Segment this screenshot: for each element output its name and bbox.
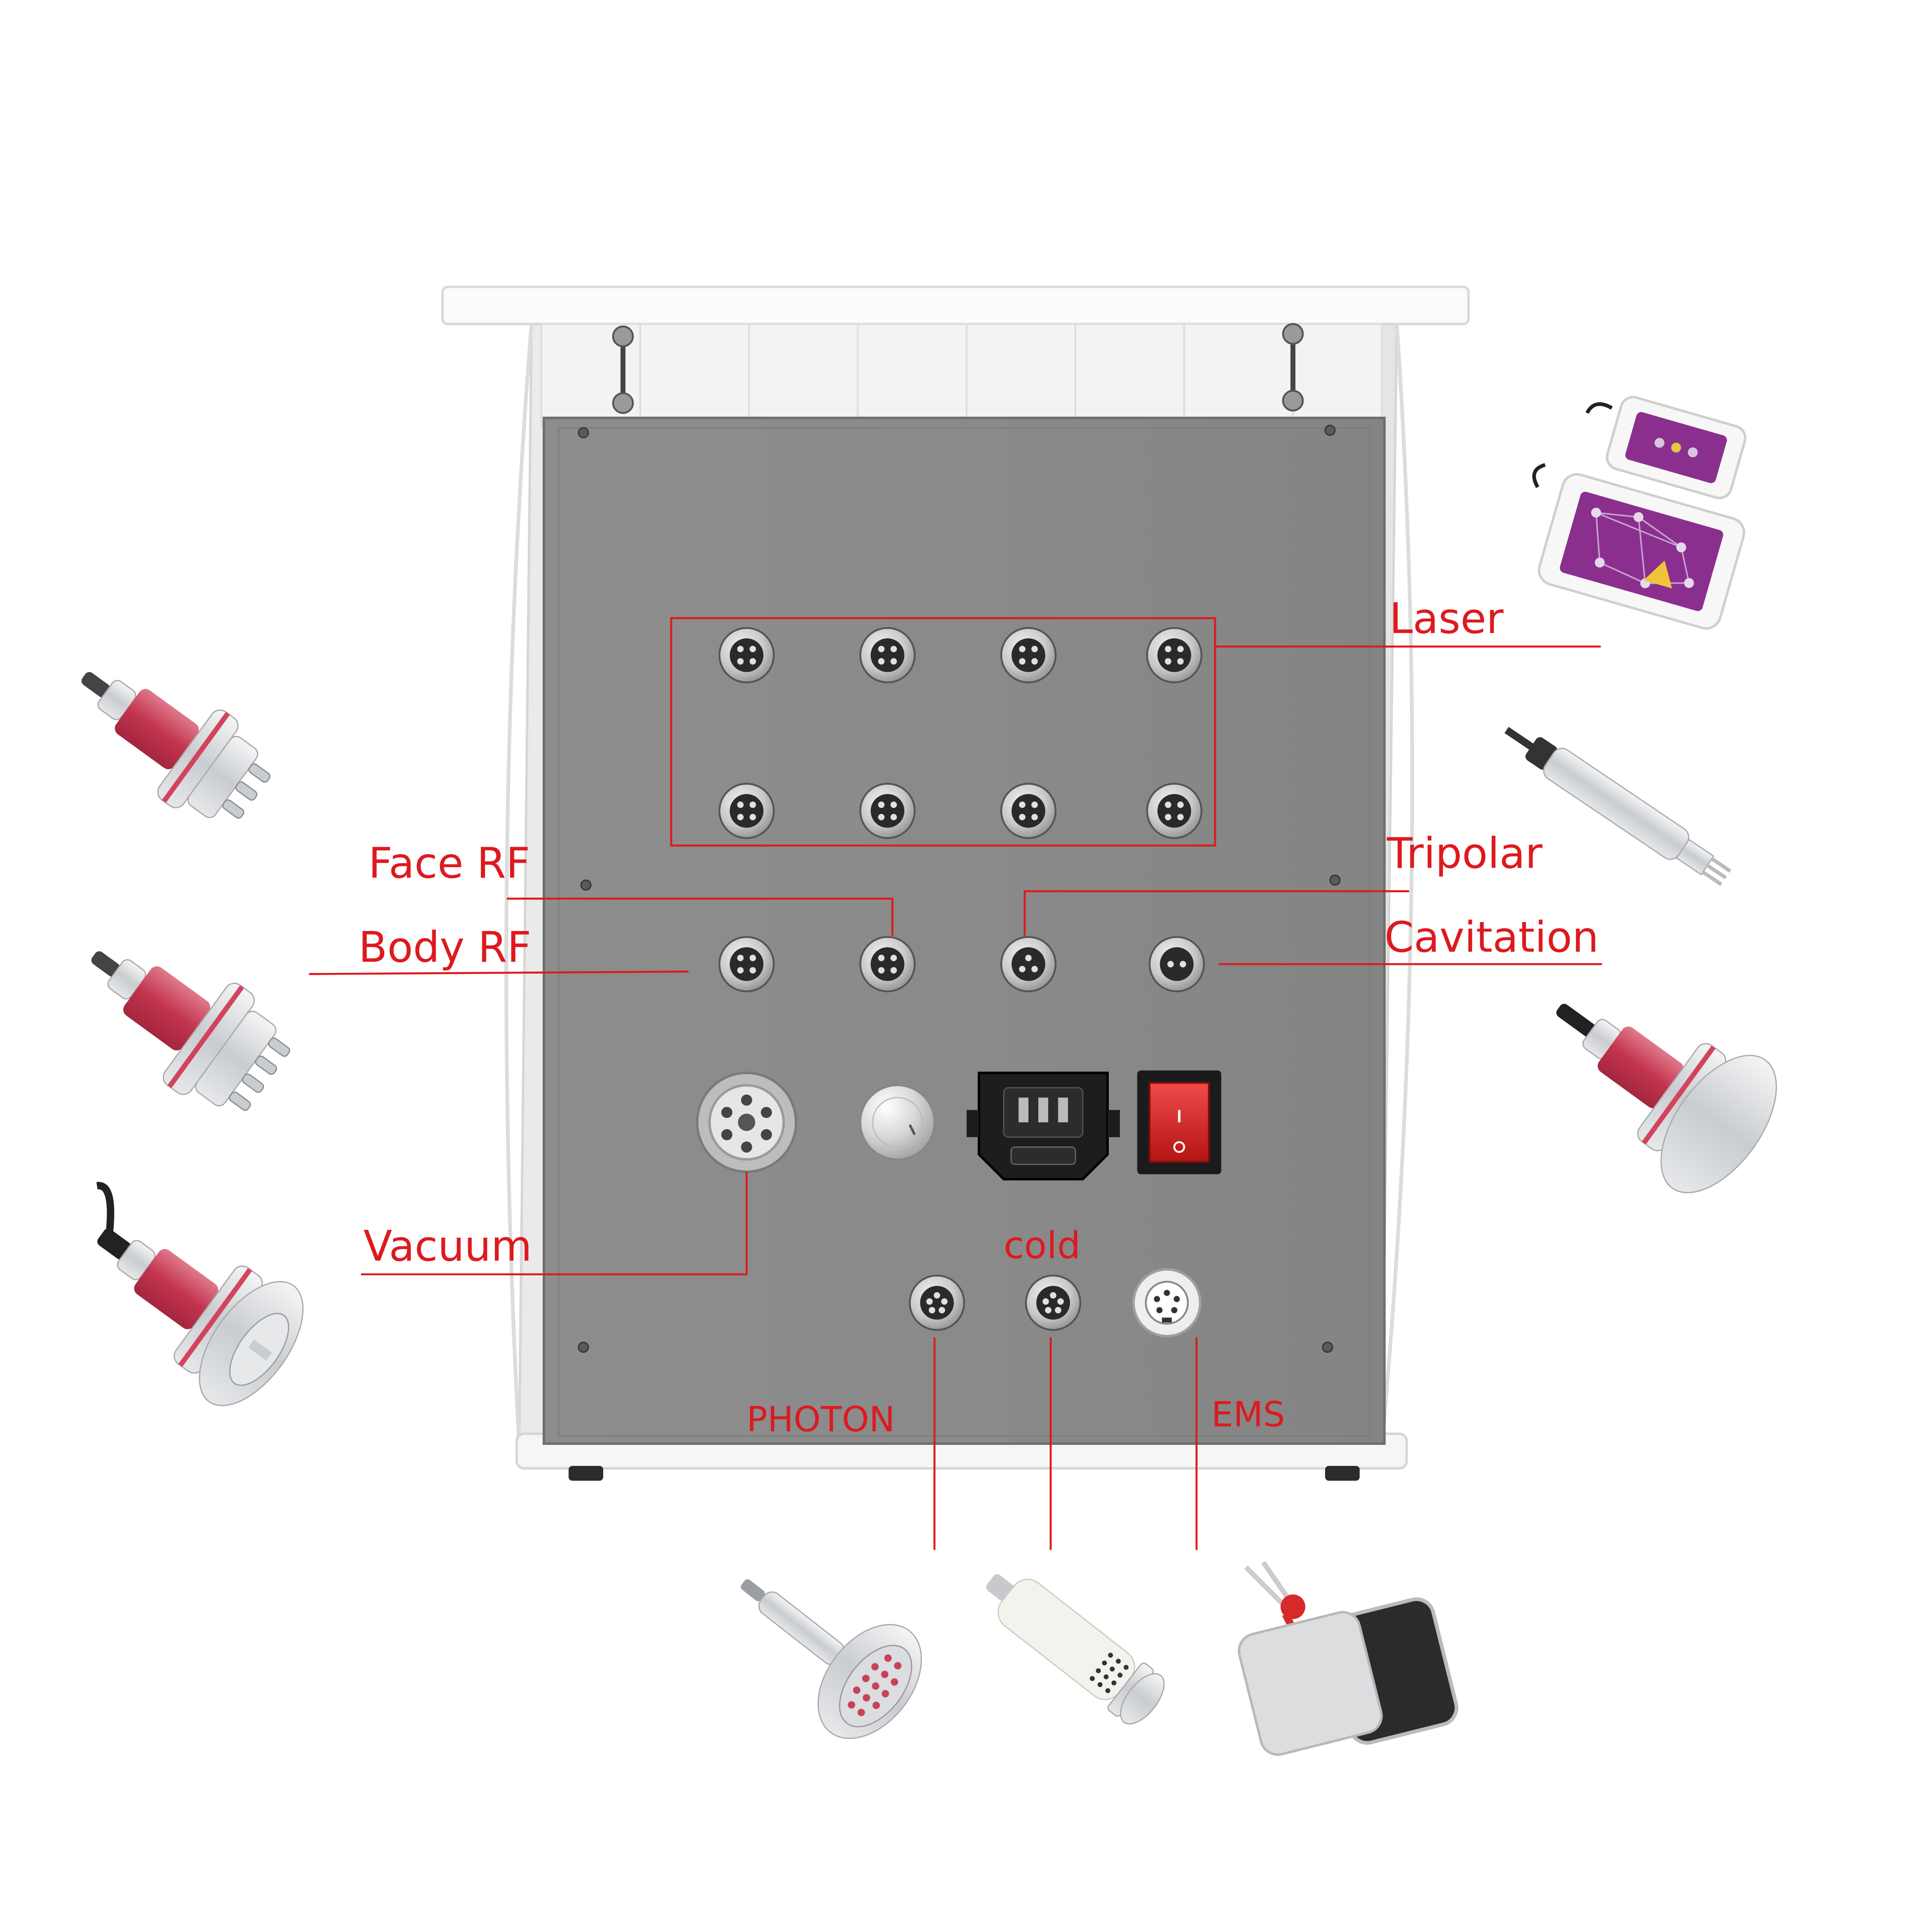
cavitation-connector-icon[interactable] [1148, 936, 1205, 993]
power-inlet-icon[interactable] [966, 1071, 1120, 1181]
laser-connector-icon[interactable] [718, 782, 775, 839]
label-body-rf: Body RF [358, 923, 531, 972]
laser-connector-icon[interactable] [1000, 627, 1057, 683]
connector-group [718, 627, 1205, 1331]
body-rf-connector-icon[interactable] [718, 936, 775, 993]
tripolar-leader [1024, 890, 1410, 936]
cabinet-foot-right [1325, 1466, 1360, 1481]
tripolar-connector-icon[interactable] [1000, 936, 1057, 993]
cold-connector-icon[interactable] [1025, 1274, 1082, 1331]
label-laser: Laser [1389, 595, 1504, 643]
body-rf-handpiece-icon [91, 951, 290, 1111]
laser-connector-box [670, 617, 1216, 847]
laser-connector-icon[interactable] [1146, 627, 1202, 683]
label-photon: PHOTON [746, 1400, 895, 1440]
photon-handpiece-icon [741, 1579, 922, 1739]
panel-screws [578, 425, 1341, 1353]
cabinet-foot-left [568, 1466, 603, 1481]
laser-connector-icon[interactable] [718, 627, 775, 683]
laser-connector-icon[interactable] [1146, 782, 1202, 839]
laser-connector-icon[interactable] [859, 627, 916, 683]
vacuum-port-icon[interactable] [696, 1071, 797, 1173]
label-vacuum: Vacuum [363, 1222, 532, 1271]
ems-pads-icon [1238, 1561, 1459, 1756]
label-cavitation: Cavitation [1385, 914, 1599, 962]
label-cold: cold [1003, 1224, 1080, 1267]
laser-connector-icon[interactable] [1000, 782, 1057, 839]
tripolar-handpiece-icon [1504, 727, 1732, 886]
ems-port-icon[interactable] [1132, 1268, 1202, 1337]
laser-pad-icon [1532, 396, 1747, 630]
laser-connector-icon[interactable] [859, 782, 916, 839]
power-switch-icon[interactable] [1137, 1070, 1222, 1175]
face-rf-leader [506, 898, 894, 936]
knob-icon[interactable] [859, 1084, 936, 1161]
vent-fins [540, 323, 1383, 426]
face-rf-handpiece-icon [81, 672, 271, 819]
annotation-labels: Laser Tripolar Cavitation Face RF Body R… [358, 595, 1599, 1440]
face-rf-connector-icon[interactable] [859, 936, 916, 993]
lid-hinge-right [1282, 323, 1304, 412]
photon-connector-icon[interactable] [908, 1274, 965, 1331]
lid-hinge-left [612, 325, 634, 414]
label-ems: EMS [1211, 1394, 1285, 1435]
label-tripolar: Tripolar [1386, 829, 1542, 878]
annotation-lines [309, 617, 1602, 1550]
label-face-rf: Face RF [369, 839, 531, 888]
cold-handpiece-icon [986, 1574, 1165, 1725]
device-cabinet [441, 285, 1470, 1481]
vacuum-leader [361, 1171, 748, 1275]
back-panel [543, 417, 1386, 1445]
vacuum-handpiece-icon [96, 1182, 304, 1407]
cabinet-lid [441, 285, 1470, 326]
body-rf-leader [309, 970, 689, 975]
cavitation-handpiece-icon [1556, 1004, 1777, 1193]
